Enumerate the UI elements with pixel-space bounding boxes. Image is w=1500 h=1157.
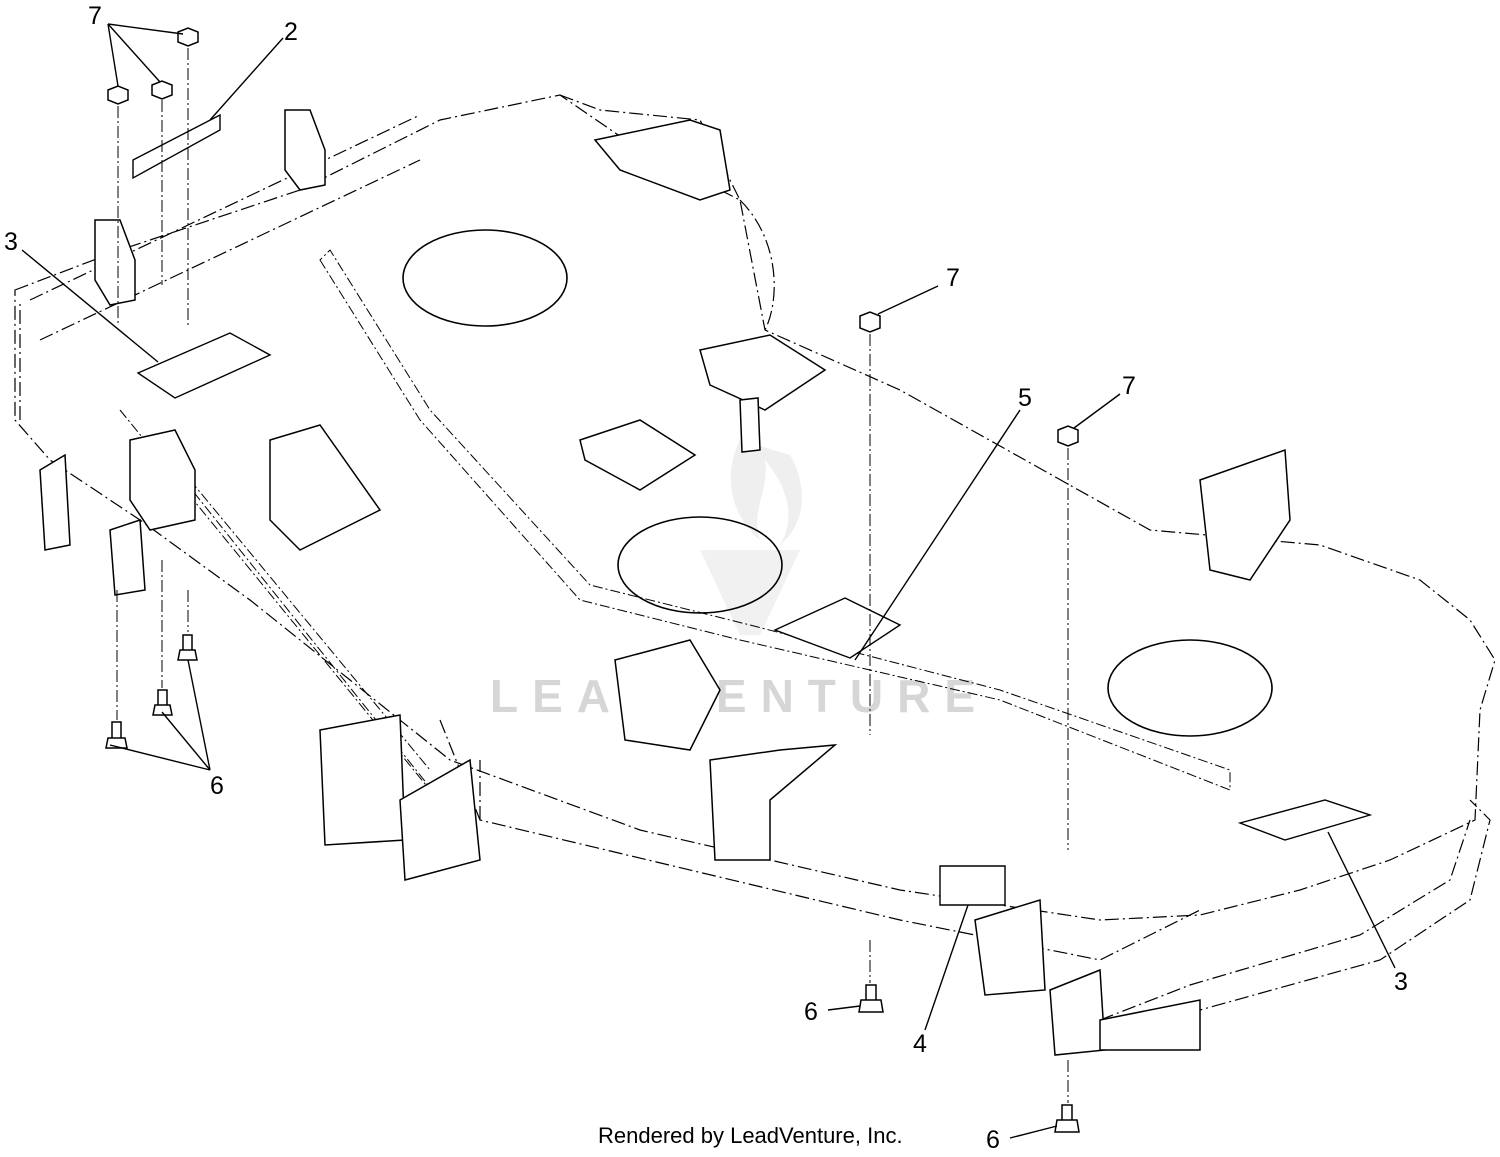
decal-part-5 xyxy=(773,597,902,659)
callout-6-left: 6 xyxy=(210,772,224,800)
bolt-icon xyxy=(177,634,198,661)
leadventure-watermark-logo xyxy=(700,440,802,635)
nut-icon xyxy=(1057,425,1079,447)
callout-7-center: 7 xyxy=(946,264,960,292)
nut-icon xyxy=(107,85,129,105)
bolt-icon xyxy=(858,984,884,1013)
render-credit: Rendered by LeadVenture, Inc. xyxy=(598,1123,903,1148)
flange-nuts xyxy=(107,27,1079,447)
callout-3-right: 3 xyxy=(1394,968,1408,996)
bolt-icon xyxy=(1054,1104,1080,1133)
leader-lines xyxy=(21,23,1396,1139)
bolt-icon xyxy=(152,689,173,716)
hex-bolts xyxy=(105,634,1080,1133)
assembly-axis-lines xyxy=(116,48,1069,1103)
nut-icon xyxy=(177,27,199,47)
decal-part-4 xyxy=(939,865,1006,906)
decal-part-3-right xyxy=(1237,799,1373,841)
callout-6-bottom-center: 6 xyxy=(804,998,818,1026)
decals xyxy=(132,113,1373,906)
callout-7-top-left: 7 xyxy=(88,2,102,30)
callout-5: 5 xyxy=(1018,384,1032,412)
callout-7-right: 7 xyxy=(1122,372,1136,400)
callout-labels: 7 2 3 7 5 7 6 6 4 3 6 xyxy=(4,2,1408,1154)
bolt-icon xyxy=(105,721,128,749)
callout-2: 2 xyxy=(284,18,298,46)
callout-4: 4 xyxy=(913,1030,927,1058)
callout-6-bottom: 6 xyxy=(986,1126,1000,1154)
spindle-openings xyxy=(402,229,1273,737)
nut-icon xyxy=(859,311,881,333)
watermark-text: LEADVENTURE xyxy=(490,670,989,722)
callout-3-left: 3 xyxy=(4,228,18,256)
decal-part-3-left xyxy=(136,332,272,399)
deck-brackets xyxy=(39,109,1291,1056)
nut-icon xyxy=(151,80,173,100)
decal-part-2 xyxy=(132,113,221,180)
